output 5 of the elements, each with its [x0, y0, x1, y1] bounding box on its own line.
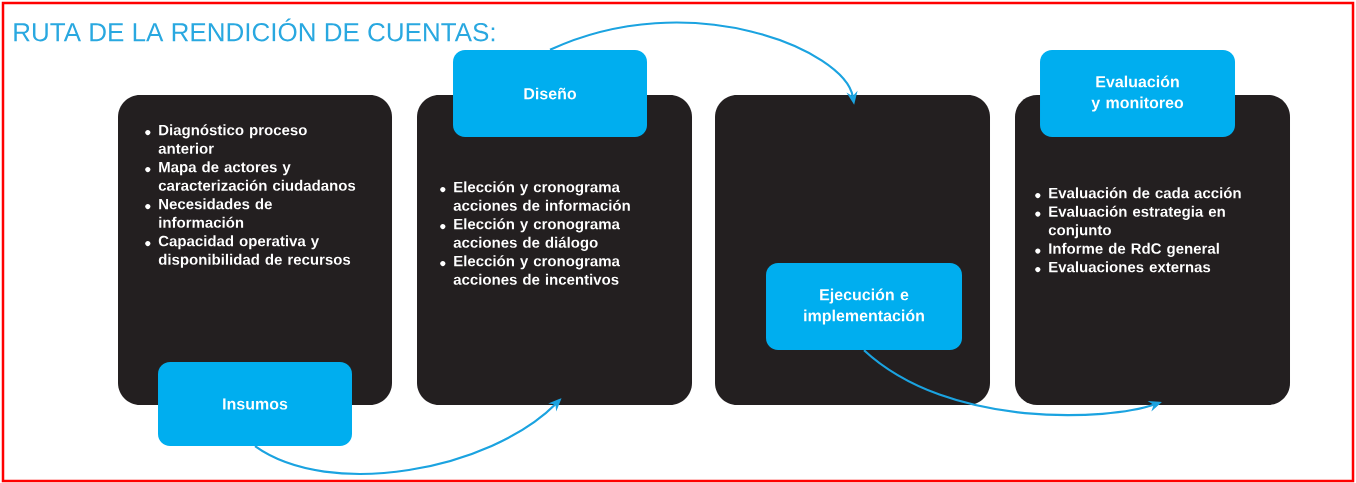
stage-label-box: Evaluación y monitoreo [1040, 50, 1235, 137]
stage-label-box: Diseño [453, 50, 647, 137]
stage-label-box: Insumos [158, 362, 352, 446]
title: RUTA DE LA RENDICIÓN DE CUENTAS: [14, 18, 495, 42]
stage-label-box: Ejecución e implementación [766, 263, 962, 350]
